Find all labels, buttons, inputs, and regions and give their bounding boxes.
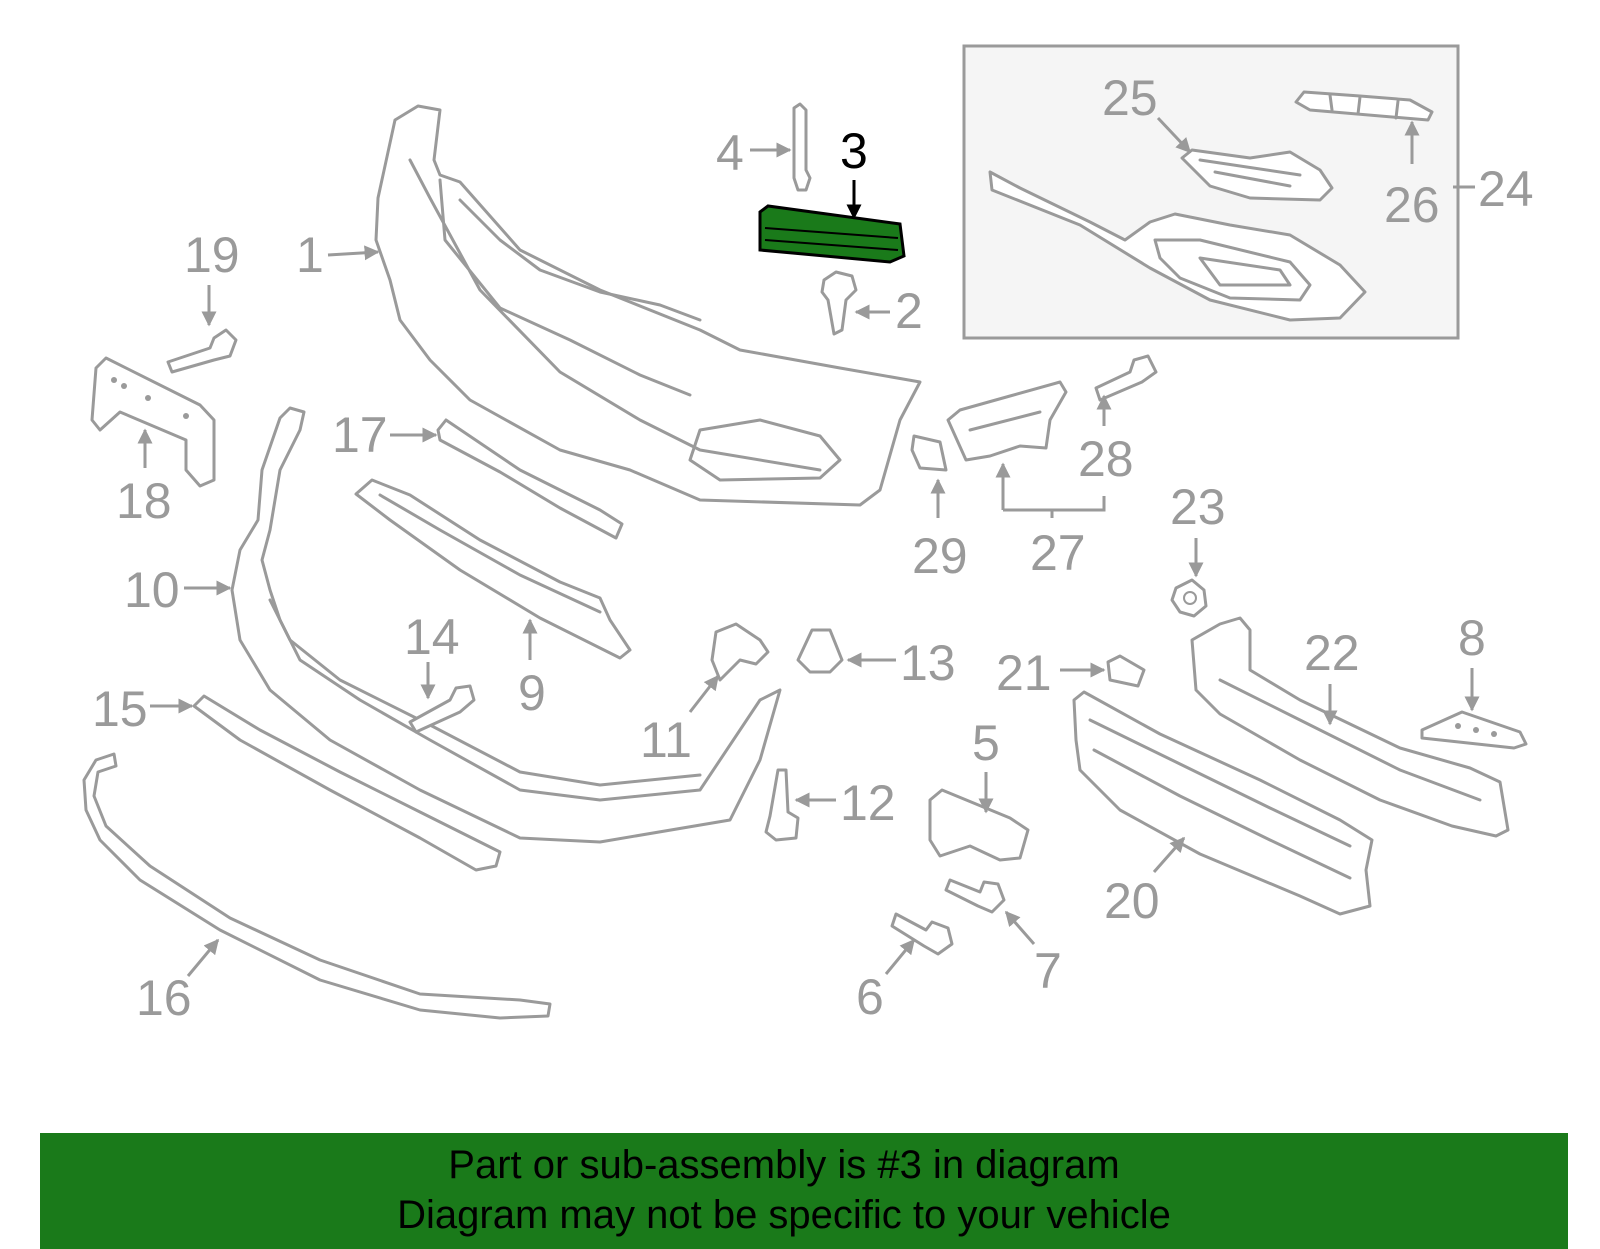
grille-frame-shape <box>988 170 1367 322</box>
part-27: 27 <box>946 380 1106 581</box>
callout-20[interactable]: 20 <box>1104 873 1160 929</box>
part-9: 9 <box>354 478 632 721</box>
callout-5[interactable]: 5 <box>972 715 1000 771</box>
part-17: 17 <box>332 407 624 540</box>
part-4: 4 <box>716 102 812 192</box>
part-5: 5 <box>928 715 1030 862</box>
part-22: 22 <box>1190 616 1510 838</box>
callout-10[interactable]: 10 <box>124 562 180 618</box>
callout-4[interactable]: 4 <box>716 125 744 181</box>
callout-1[interactable]: 1 <box>296 227 324 283</box>
callout-19[interactable]: 19 <box>184 227 240 283</box>
callout-17[interactable]: 17 <box>332 407 388 463</box>
callout-15[interactable]: 15 <box>92 681 148 737</box>
callout-18[interactable]: 18 <box>116 473 172 529</box>
callout-3[interactable]: 3 <box>840 123 868 179</box>
part-28: 28 <box>1078 354 1158 487</box>
callout-28[interactable]: 28 <box>1078 431 1134 487</box>
callout-21[interactable]: 21 <box>996 645 1052 701</box>
part-2: 2 <box>820 270 923 339</box>
info-banner: Part or sub-assembly is #3 in diagram Di… <box>40 1133 1568 1249</box>
part-8: 8 <box>1420 610 1528 750</box>
callout-23[interactable]: 23 <box>1170 479 1226 535</box>
part-13: 13 <box>796 628 956 691</box>
part-3-highlighted[interactable]: 3 <box>758 123 906 264</box>
part-18: 18 <box>90 356 216 529</box>
banner-line-1: Part or sub-assembly is #3 in diagram <box>448 1143 1120 1187</box>
callout-25[interactable]: 25 <box>1102 70 1158 126</box>
banner-line-2: Diagram may not be specific to your vehi… <box>397 1193 1171 1237</box>
part-16: 16 <box>82 752 552 1026</box>
part-15: 15 <box>92 681 502 872</box>
inset-box-24: 25 26 24 <box>962 44 1534 340</box>
callout-29[interactable]: 29 <box>912 528 968 584</box>
part-6: 6 <box>856 912 954 1025</box>
callout-16[interactable]: 16 <box>136 970 192 1026</box>
part-23: 23 <box>1170 479 1226 618</box>
part-19: 19 <box>166 227 240 374</box>
part-14: 14 <box>404 609 476 734</box>
part-29: 29 <box>910 434 968 584</box>
callout-9[interactable]: 9 <box>518 665 546 721</box>
callout-26[interactable]: 26 <box>1384 177 1440 233</box>
callout-13[interactable]: 13 <box>900 635 956 691</box>
part-20: 20 <box>1072 690 1374 929</box>
callout-11[interactable]: 11 <box>640 712 692 768</box>
callout-12[interactable]: 12 <box>840 775 896 831</box>
part-7: 7 <box>944 878 1062 999</box>
part-21: 21 <box>996 645 1146 701</box>
callout-22[interactable]: 22 <box>1304 625 1360 681</box>
callout-6[interactable]: 6 <box>856 969 884 1025</box>
part-12: 12 <box>764 768 896 842</box>
callout-24[interactable]: 24 <box>1478 161 1534 217</box>
callout-14[interactable]: 14 <box>404 609 460 665</box>
part-1: 1 <box>296 104 922 507</box>
callout-8[interactable]: 8 <box>1458 610 1486 666</box>
callout-2[interactable]: 2 <box>895 283 923 339</box>
part-11: 11 <box>640 622 770 768</box>
callout-27[interactable]: 27 <box>1030 525 1086 581</box>
callout-7[interactable]: 7 <box>1034 943 1062 999</box>
